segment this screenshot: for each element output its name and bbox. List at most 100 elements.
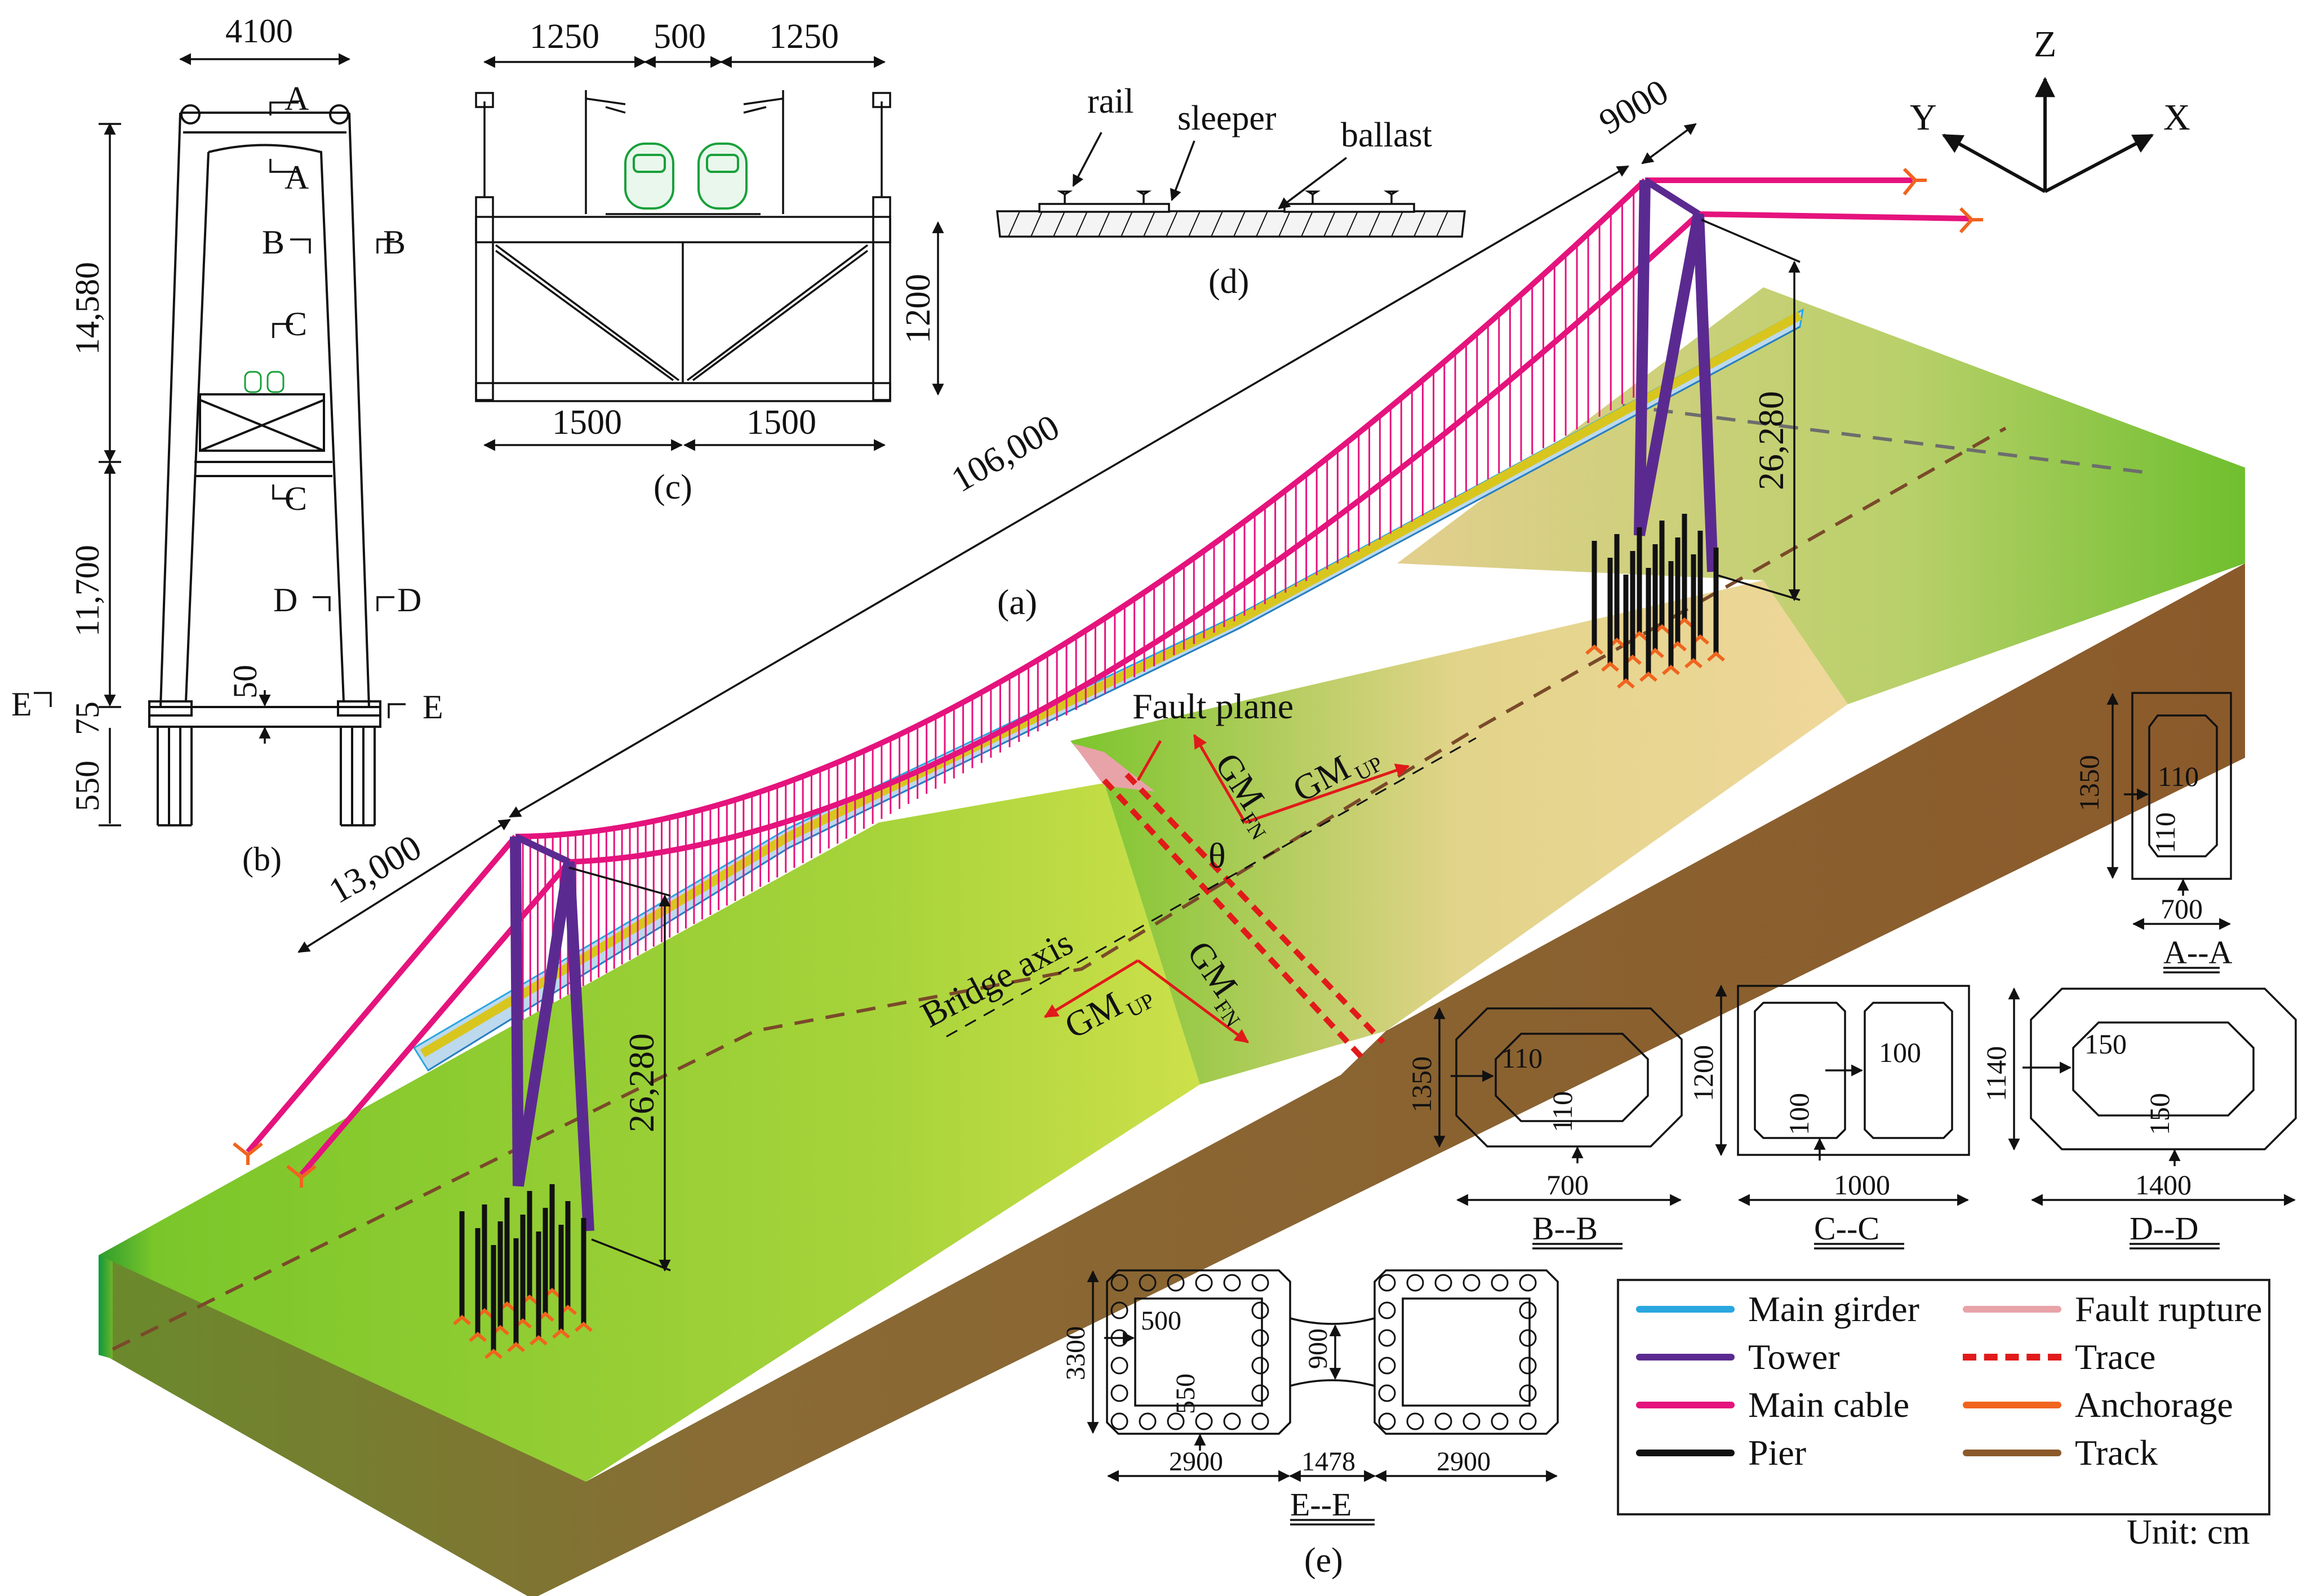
tower-girder-box [199,393,325,452]
panel-d-text: rail sleeper ballast (d) [1087,82,1432,301]
gm-fn-lower-arrow [1137,959,1250,1044]
legend-item-trace: Trace [1963,1337,2155,1377]
anchorage-right-1 [1903,167,1927,195]
aa-w-label: 700 [2161,893,2203,924]
pile-hole-icon [1251,1412,1269,1430]
ee-h-label: 3300 [1061,1326,1091,1380]
dim-b-upper-label: 14,580 [69,262,106,355]
legend-swatch-pier [1636,1450,1735,1456]
pile-hole-icon [1195,1274,1213,1292]
pile-hole-icon [1223,1274,1241,1292]
bb-t1-label: 110 [1501,1042,1543,1074]
dd-title: D--D [2130,1210,2198,1247]
rail-3 [1304,190,1321,204]
sec-a-upper: A [285,80,309,117]
sleeper-pointer [1170,140,1195,201]
dim-main-span [509,165,1629,818]
bb-outer [1455,1007,1683,1148]
pile-anchor-icon [453,1315,471,1326]
dim-main-span-label: 106,000 [945,407,1066,500]
pile-hole-icon [1110,1357,1128,1375]
legend-swatch-track [1963,1450,2061,1456]
pile-hole-icon [1251,1357,1269,1375]
saddle-right [329,104,349,125]
aa-title: A--A [2163,934,2233,971]
cc-h-label: 1200 [1687,1045,1719,1101]
tower-outer-outline [159,112,370,708]
dim-c-bot-left-label: 1500 [552,403,622,442]
dim-b-lower-label: 11,700 [69,545,106,637]
ee-w2-label: 1478 [1301,1447,1355,1477]
dim-tower-left-label: 26,280 [621,1033,661,1132]
panel-d-track [996,132,1466,238]
pile-hole-icon [1110,1301,1128,1319]
aa-h-label: 1350 [2073,755,2105,811]
axis-z-label: Z [2034,24,2056,65]
pile-hole-icon [1251,1301,1269,1319]
anchorage-left-2 [286,1164,317,1188]
ee-pile-holes [1110,1274,1537,1430]
pile-hole-icon [1519,1274,1537,1292]
section-ee [1087,1269,1559,1526]
pile-hole-icon [1195,1412,1213,1430]
pile-hole-icon [1251,1274,1269,1292]
pile-hole-icon [1223,1412,1241,1430]
section-dd [2008,987,2297,1250]
legend-item-track: Track [1963,1433,2158,1473]
gm-fn-upper-arrow [1193,733,1247,824]
fault-plane-pointer [1136,740,1162,781]
legend-swatch-fault-rupture [1963,1306,2061,1313]
legend-label-track: Track [2075,1433,2158,1473]
bb-w-label: 700 [1546,1169,1589,1201]
pile-hole-icon [1167,1412,1185,1430]
pile-hole-icon [1139,1412,1157,1430]
pile-hole-icon [1491,1274,1509,1292]
pile-hole-icon [1251,1329,1269,1347]
dim-c-height-label: 1200 [899,274,937,344]
gm-arrows [1043,733,1410,1044]
dd-w-label: 1400 [2135,1169,2192,1201]
pile-hole-icon [1110,1274,1128,1292]
panel-c-dims [483,56,944,451]
dim-tower-left-ext2 [591,1238,671,1272]
bb-t2-label: 110 [1546,1091,1578,1132]
cc-title: C--C [1814,1210,1879,1247]
sleeper-right [1283,203,1415,213]
axis-y-arrow [1941,134,2046,193]
cc-w-label: 1000 [1834,1169,1890,1201]
legend-swatch-main-girder [1636,1306,1735,1313]
cc-outer [1737,985,1970,1156]
rail-2 [1135,190,1152,204]
cut-e-l [34,692,52,707]
legend-item-tower: Tower [1636,1337,1840,1377]
pile-anchor-icon [530,1335,548,1346]
cc-inner-left [1754,1002,1846,1139]
section-dd-text: 1140 1400 150 150 D--D [1980,1028,2198,1247]
dim-c-top-left-label: 1250 [530,17,599,56]
tower-right-beam [1643,177,1701,217]
section-aa [2106,692,2232,973]
tower-left-beam [514,833,571,865]
axis-y-label: Y [1910,97,1937,138]
train-right [697,143,748,210]
dim-b-width-label: 4100 [225,12,293,50]
axis-triad [1941,77,2154,193]
pile-anchor-icon [1662,665,1680,675]
legend-swatch-anchorage [1963,1402,2061,1408]
aa-t1-label: 110 [2158,761,2199,792]
anchorages [233,167,1983,1188]
legend-label-pier: Pier [1748,1433,1807,1473]
dd-inner [2072,1021,2255,1117]
cut-e-r [388,703,406,718]
sec-c-lower: C [285,480,307,517]
pile-hole-icon [1251,1384,1269,1402]
ee-w1-label: 2900 [1169,1447,1223,1477]
panel-d-label: (d) [1208,263,1249,301]
ee-t3-label: 900 [1303,1328,1333,1369]
pile-hole-icon [1463,1274,1481,1292]
piles-left-group [157,727,193,826]
towers [510,177,1718,1232]
pile-anchor-icon [469,1332,487,1342]
